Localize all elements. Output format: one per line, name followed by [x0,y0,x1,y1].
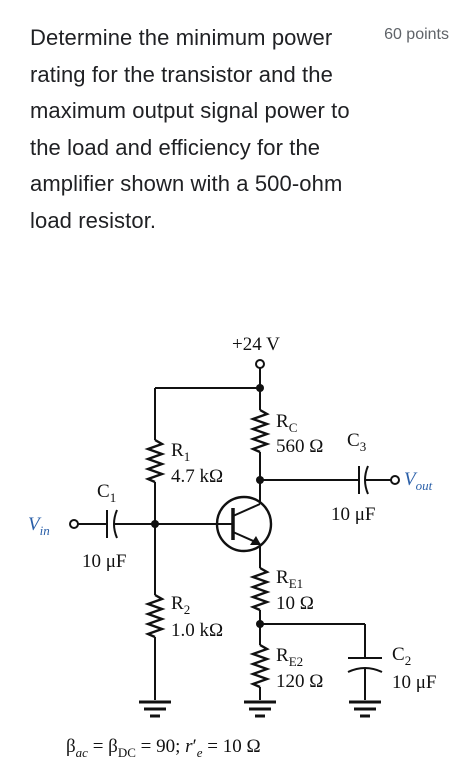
c3-label: C3 [347,430,366,454]
re2-value: 120 Ω [276,671,323,692]
supply-label: +24 V [232,334,280,355]
c2-label: C2 [392,644,411,668]
rc-value: 560 Ω [276,436,323,457]
vin-label: Vin [28,514,50,538]
ground-icon [244,700,276,718]
vin-terminal [69,519,79,529]
c2-value: 10 μF [392,672,437,693]
transistor-collector-lead [232,503,261,517]
c1-value: 10 μF [82,551,127,572]
c1-label: C1 [97,481,116,505]
transistor-symbol [215,495,273,553]
r1-label: R1 [171,440,190,464]
c3-value: 10 μF [331,504,376,525]
vout-label: Vout [404,469,433,493]
question-text: Determine the minimum power rating for t… [30,25,350,233]
emitter-arrow-icon [250,536,261,545]
resistor-r1 [144,438,166,484]
points-label: 60 points [384,26,449,43]
beta-note: βac = βDC = 90; r′e = 10 Ω [66,736,261,760]
r2-value: 1.0 kΩ [171,620,223,641]
re1-label: RE1 [276,567,303,591]
re2-label: RE2 [276,645,303,669]
rc-label: RC [276,411,297,435]
ground-icon [139,700,171,718]
resistor-r2 [144,593,166,639]
resistor-re1 [249,566,271,612]
supply-terminal [255,359,265,369]
resistor-re2 [249,643,271,689]
vout-terminal [390,475,400,485]
r2-label: R2 [171,593,190,617]
re1-value: 10 Ω [276,593,314,614]
r1-value: 4.7 kΩ [171,466,223,487]
resistor-rc [249,408,271,454]
ground-icon [349,700,381,718]
